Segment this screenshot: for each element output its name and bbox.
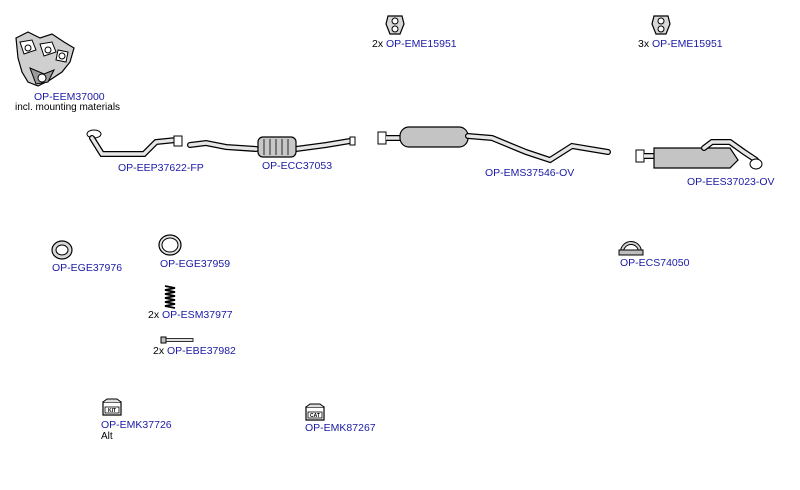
exhaust-manifold[interactable] bbox=[10, 28, 80, 90]
rubber-hanger-icon bbox=[651, 15, 671, 35]
gasket-ring-icon bbox=[158, 234, 182, 256]
clamp-icon bbox=[618, 241, 644, 256]
gasket-1-code[interactable]: OP-EGE37976 bbox=[52, 262, 123, 274]
spring-icon bbox=[164, 285, 176, 309]
kit-1-badge: KIT bbox=[108, 408, 116, 414]
rear-silencer-icon bbox=[635, 139, 763, 170]
spring-code[interactable]: OP-ESM37977 bbox=[162, 309, 233, 321]
spring[interactable] bbox=[163, 284, 177, 310]
spring-qty: 2x bbox=[148, 309, 160, 321]
kit-1-note: Alt bbox=[101, 431, 113, 442]
hanger-2-qty: 3x bbox=[638, 38, 650, 50]
manifold-code[interactable]: OP-EEM37000 bbox=[34, 91, 105, 103]
bolt-qty: 2x bbox=[153, 345, 165, 357]
middle-silencer-icon bbox=[377, 126, 611, 164]
kit-1-code[interactable]: OP-EMK37726 bbox=[101, 419, 172, 431]
rear-silencer[interactable] bbox=[634, 138, 764, 174]
gasket-2[interactable] bbox=[158, 234, 182, 256]
catalytic-converter-icon bbox=[187, 136, 356, 158]
mounting-kit-icon: CAT bbox=[305, 403, 325, 421]
mounting-kit-icon: KIT bbox=[102, 398, 122, 416]
rubber-hanger-2[interactable] bbox=[650, 14, 672, 36]
catalytic-converter[interactable] bbox=[186, 133, 356, 159]
catalyst-code[interactable]: OP-ECC37053 bbox=[262, 160, 333, 172]
hanger-1-qty: 2x bbox=[372, 38, 384, 50]
bolt-icon bbox=[160, 336, 194, 344]
hanger-1-label[interactable]: 2x OP-EME15951 bbox=[372, 38, 457, 50]
gasket-ring-icon bbox=[51, 240, 73, 260]
kit-2-badge: CAT bbox=[310, 413, 320, 419]
manifold-note: incl. mounting materials bbox=[15, 102, 121, 113]
hanger-1-code[interactable]: OP-EME15951 bbox=[386, 38, 457, 50]
gasket-2-code[interactable]: OP-EGE37959 bbox=[160, 258, 231, 270]
gasket-1[interactable] bbox=[51, 240, 73, 260]
mounting-kit-1[interactable]: KIT bbox=[101, 398, 123, 416]
rear-silencer-code[interactable]: OP-EES37023-OV bbox=[687, 176, 775, 188]
exhaust-manifold-icon bbox=[15, 31, 75, 87]
middle-silencer-code[interactable]: OP-EMS37546-OV bbox=[485, 167, 575, 179]
rubber-hanger-1[interactable] bbox=[384, 14, 406, 36]
spring-label[interactable]: 2x OP-ESM37977 bbox=[148, 309, 233, 321]
front-pipe-code[interactable]: OP-EEP37622-FP bbox=[118, 162, 204, 174]
middle-silencer[interactable] bbox=[376, 124, 612, 166]
bolt-code[interactable]: OP-EBE37982 bbox=[167, 345, 236, 357]
mounting-kit-2[interactable]: CAT bbox=[304, 403, 326, 421]
front-pipe[interactable] bbox=[84, 126, 186, 162]
bolt-label[interactable]: 2x OP-EBE37982 bbox=[153, 345, 236, 357]
bolt[interactable] bbox=[160, 336, 194, 344]
rubber-hanger-icon bbox=[385, 15, 405, 35]
clamp[interactable] bbox=[618, 234, 644, 256]
hanger-2-label[interactable]: 3x OP-EME15951 bbox=[638, 38, 723, 50]
front-pipe-icon bbox=[86, 129, 183, 157]
kit-2-code[interactable]: OP-EMK87267 bbox=[305, 422, 376, 434]
clamp-code[interactable]: OP-ECS74050 bbox=[620, 257, 690, 269]
hanger-2-code[interactable]: OP-EME15951 bbox=[652, 38, 723, 50]
